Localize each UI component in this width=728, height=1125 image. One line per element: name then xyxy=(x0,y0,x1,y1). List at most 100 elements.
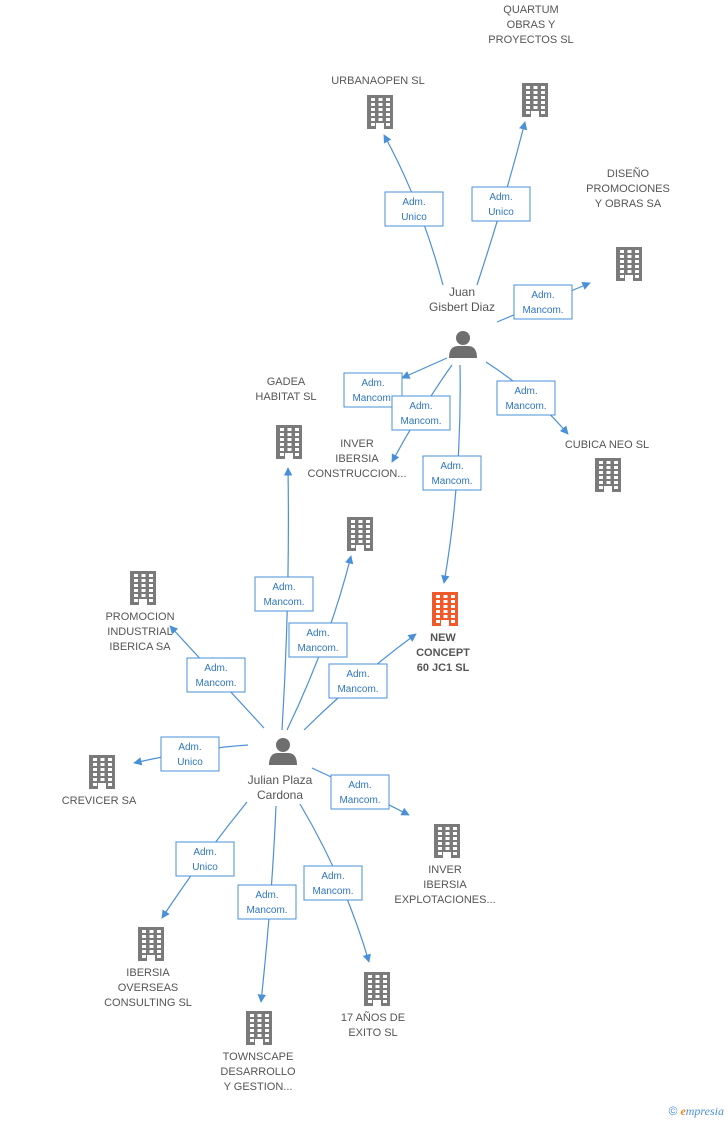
building-icon xyxy=(595,458,621,492)
node-label-line: Gisbert Diaz xyxy=(429,300,495,314)
node-label-line: TOWNSCAPE xyxy=(223,1051,294,1063)
relation-badge[interactable]: Adm.Mancom. xyxy=(496,380,556,416)
person-icon xyxy=(449,331,477,358)
relation-badge-text: Adm. xyxy=(409,401,432,412)
relation-badge-text: Mancom. xyxy=(337,684,378,695)
relation-badge-box xyxy=(175,841,235,877)
relation-badge-text: Adm. xyxy=(440,461,463,472)
node-label-line: INDUSTRIAL xyxy=(107,626,172,638)
main-company-building-icon xyxy=(432,592,458,626)
relation-badge[interactable]: Adm.Mancom. xyxy=(513,284,573,320)
relation-badge[interactable]: Adm. Unico xyxy=(175,841,235,877)
building-icon xyxy=(434,824,460,858)
relation-badge-box xyxy=(513,284,573,320)
node-label-line: OVERSEAS xyxy=(118,982,179,994)
relation-badge[interactable]: Adm.Mancom. xyxy=(237,884,297,920)
relation-badge-text: Adm. xyxy=(306,628,329,639)
relation-badge[interactable]: Adm. Mancom. xyxy=(330,774,390,810)
node-label-line: CONCEPT xyxy=(416,647,470,659)
brand-logo-initial: e xyxy=(680,1104,686,1118)
building-icon xyxy=(522,83,548,117)
building-icon xyxy=(138,927,164,961)
node-label-line: IBERICA SA xyxy=(109,641,171,653)
relation-badge-text: Mancom. xyxy=(263,597,304,608)
company-node-crevicer[interactable]: CREVICER SA xyxy=(62,755,137,807)
node-label-line: 60 JC1 SL xyxy=(417,662,470,674)
copyright-symbol: © xyxy=(668,1104,678,1118)
relation-badge-text: Unico xyxy=(192,862,218,873)
building-icon xyxy=(130,571,156,605)
node-label-line: URBANAOPEN SL xyxy=(331,75,425,87)
building-icon xyxy=(367,95,393,129)
node-label-line: IBERSIA xyxy=(335,453,379,465)
company-node-newconcept[interactable]: NEW CONCEPT 60 JC1 SL xyxy=(416,592,470,674)
node-label-line: NEW xyxy=(430,632,456,644)
node-label-line: INVER xyxy=(340,438,374,450)
building-icon xyxy=(246,1011,272,1045)
relation-badge[interactable]: Adm.Unico xyxy=(160,736,220,772)
relation-badge-box xyxy=(160,736,220,772)
relation-badge-box xyxy=(186,657,246,693)
node-label-line: PROYECTOS SL xyxy=(488,34,573,46)
relation-badge-text: Mancom. xyxy=(297,643,338,654)
relation-badge-text: Unico xyxy=(401,212,427,223)
company-node-cubica[interactable]: CUBICA NEO SL xyxy=(565,439,649,492)
relation-badge-box xyxy=(328,663,388,699)
relation-badge[interactable]: Adm.Mancom. xyxy=(254,576,314,612)
relation-badge-box xyxy=(384,191,444,227)
company-label: INVERIBERSIAEXPLOTACIONES... xyxy=(394,864,495,906)
relation-badge-text: Mancom. xyxy=(246,905,287,916)
building-icon xyxy=(347,517,373,551)
company-node-urbanaopen[interactable]: URBANAOPEN SL xyxy=(331,75,425,129)
relation-badge[interactable]: Adm. Mancom. xyxy=(288,622,348,658)
relation-badge[interactable]: Adm. Mancom. xyxy=(422,455,482,491)
relation-badge[interactable]: Adm.Unico xyxy=(471,186,531,222)
relation-badge-box xyxy=(471,186,531,222)
node-label-line: CONSULTING SL xyxy=(104,997,192,1009)
company-label: CREVICER SA xyxy=(62,795,137,807)
footer-brand: ©empresia xyxy=(669,1104,724,1119)
relation-badge-box xyxy=(288,622,348,658)
relation-badge[interactable]: Adm.Unico xyxy=(384,191,444,227)
relation-badge[interactable]: Adm.Mancom. xyxy=(328,663,388,699)
relation-badge-text: Adm. xyxy=(193,847,216,858)
relation-badge-text: Mancom. xyxy=(400,416,441,427)
relation-badge-text: Adm. xyxy=(204,663,227,674)
relation-badge-text: Mancom. xyxy=(352,393,393,404)
relation-badge-box xyxy=(496,380,556,416)
company-node-inverconst[interactable]: INVERIBERSIACONSTRUCCION... xyxy=(308,438,407,551)
person-icon xyxy=(269,738,297,765)
node-label-line: DESARROLLO xyxy=(220,1066,296,1078)
node-label-line: DISEÑO xyxy=(607,167,650,180)
relation-badge-text: Adm. xyxy=(514,386,537,397)
building-icon xyxy=(89,755,115,789)
relation-badge-text: Mancom. xyxy=(431,476,472,487)
company-label: URBANAOPEN SL xyxy=(331,75,425,87)
relation-badge-text: Adm. xyxy=(348,780,371,791)
company-node-inverexpl[interactable]: INVERIBERSIAEXPLOTACIONES... xyxy=(394,824,496,906)
relation-badge[interactable]: Adm. Mancom. xyxy=(391,395,451,431)
node-label-line: Y GESTION... xyxy=(224,1081,293,1093)
relation-badge[interactable]: Adm.Mancom. xyxy=(303,865,363,901)
node-label-line: QUARTUM xyxy=(503,4,558,16)
company-node-townscape[interactable]: TOWNSCAPE DESARROLLO Y GESTION... xyxy=(220,1011,296,1093)
relation-badge-text: Adm. xyxy=(178,742,201,753)
brand-logo-text: mpresia xyxy=(685,1104,724,1118)
relation-badge-text: Adm. xyxy=(489,192,512,203)
relation-badge[interactable]: Adm.Mancom. xyxy=(186,657,246,693)
node-label-line: Juan xyxy=(449,285,475,299)
node-label-line: INVER xyxy=(428,864,462,876)
relation-badge-text: Mancom. xyxy=(339,795,380,806)
